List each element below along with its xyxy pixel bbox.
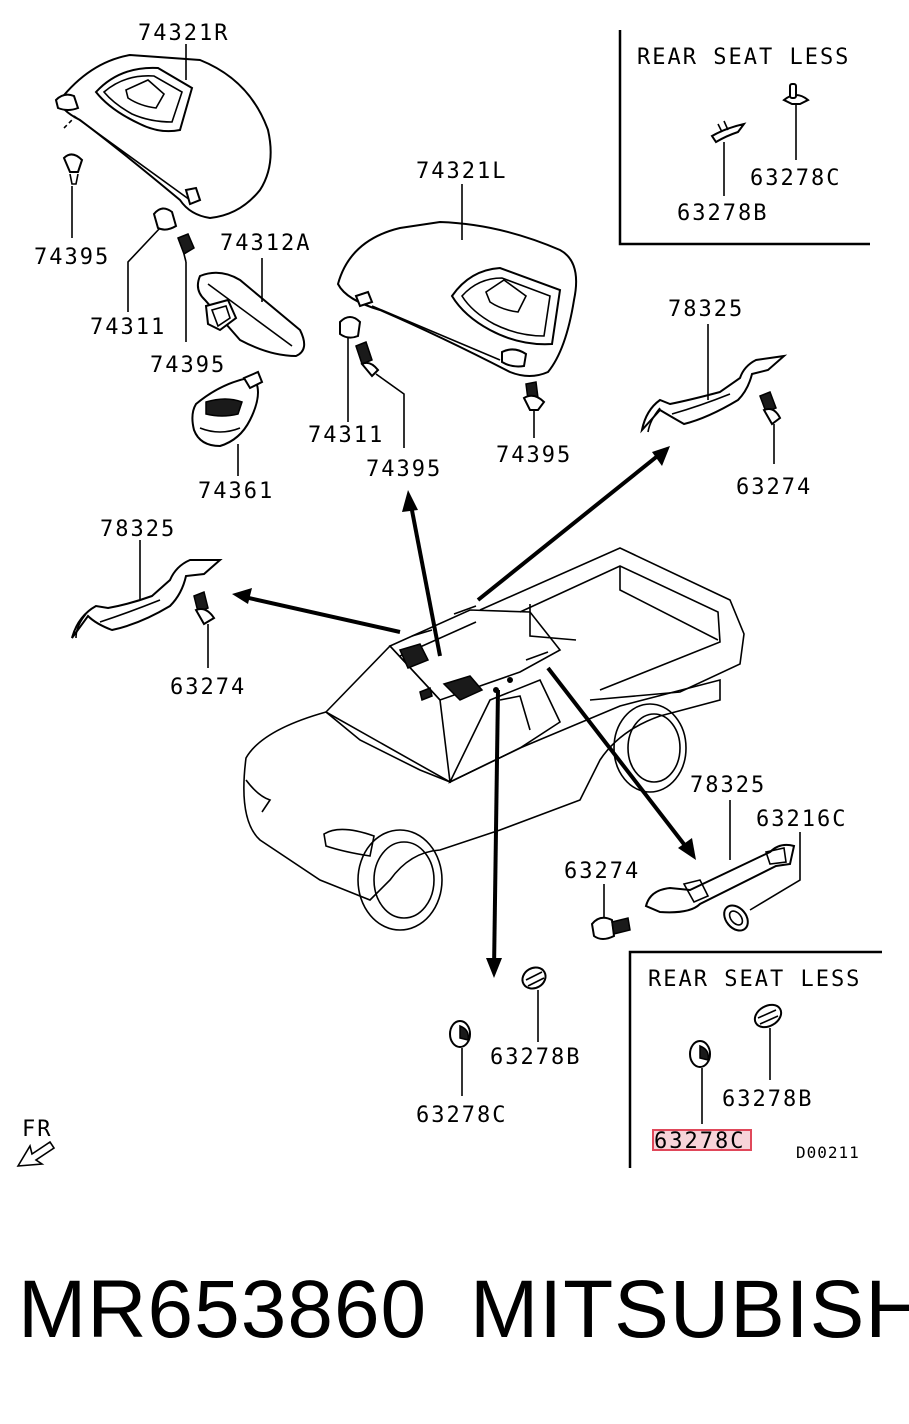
label-screw-lower: 63274 xyxy=(564,859,640,884)
screw-icon xyxy=(62,153,84,185)
inset-bottom-clip-c-label: 63278C xyxy=(654,1129,745,1154)
part-number: MR653860 xyxy=(18,1264,428,1355)
visor-right xyxy=(54,53,272,220)
grip-lower xyxy=(644,843,796,914)
inset-top: REAR SEAT LESS 63278C 63278B xyxy=(618,30,870,246)
label-grip-upper-right: 78325 xyxy=(668,297,744,322)
clip-c-icon xyxy=(782,83,810,105)
cap-icon xyxy=(723,904,749,932)
clip-c-icon xyxy=(689,1040,711,1068)
label-clip-c-bottom: 63278C xyxy=(416,1103,507,1128)
mirror-cover xyxy=(191,370,264,448)
label-screw-l-right: 74395 xyxy=(496,443,572,468)
label-visor-left: 74321L xyxy=(416,159,507,184)
label-screw-l: 74395 xyxy=(366,457,442,482)
clip-b-icon xyxy=(753,1003,783,1029)
label-grip-lower: 78325 xyxy=(690,773,766,798)
screw-icon xyxy=(177,233,195,263)
screw-icon xyxy=(193,590,216,626)
screw-icon xyxy=(590,916,631,940)
clip-b-icon xyxy=(521,966,547,990)
diagram-code: D00211 xyxy=(796,1143,860,1162)
inset-top-clip-b-label: 63278B xyxy=(677,201,768,226)
screw-icon xyxy=(355,341,380,378)
screw-icon xyxy=(522,381,546,411)
brand-name: MITSUBISHI xyxy=(470,1264,909,1355)
front-direction-marker: FR xyxy=(16,1117,56,1167)
inset-bottom: REAR SEAT LESS 63278B 63278C D00211 xyxy=(628,950,882,1168)
inset-bottom-title: REAR SEAT LESS xyxy=(648,967,861,992)
label-mirror: 74312A xyxy=(220,231,311,256)
rearview-mirror xyxy=(196,271,306,358)
label-screw-r-mid: 74395 xyxy=(150,353,226,378)
clip-c-icon xyxy=(449,1020,471,1048)
label-holder-l: 74311 xyxy=(308,423,384,448)
visor-left xyxy=(336,220,578,377)
highlight-box xyxy=(652,1129,752,1151)
screw-icon xyxy=(759,391,782,426)
pickup-truck xyxy=(243,547,745,931)
holder-icon xyxy=(152,207,178,231)
footer: MR653860 MITSUBISHI xyxy=(0,1260,909,1380)
label-cap-lower: 63216C xyxy=(756,807,847,832)
label-visor-right: 74321R xyxy=(138,21,229,46)
inset-top-title: REAR SEAT LESS xyxy=(637,45,850,70)
inset-top-clip-c-label: 63278C xyxy=(750,166,841,191)
label-clip-b-bottom: 63278B xyxy=(490,1045,581,1070)
inset-bottom-clip-b-label: 63278B xyxy=(722,1087,813,1112)
label-holder-r: 74311 xyxy=(90,315,166,340)
holder-icon xyxy=(339,316,362,339)
clip-b-icon xyxy=(710,120,747,144)
grip-left xyxy=(71,559,223,639)
label-screw-upper-right: 63274 xyxy=(736,475,812,500)
label-screw-r-top: 74395 xyxy=(34,245,110,270)
fr-label: FR xyxy=(22,1117,53,1142)
label-mirror-cover: 74361 xyxy=(198,479,274,504)
label-grip-left: 78325 xyxy=(100,517,176,542)
fr-arrow-icon xyxy=(16,1140,56,1167)
label-screw-left: 63274 xyxy=(170,675,246,700)
grip-upper-right xyxy=(640,354,788,434)
pointer-arrows xyxy=(232,446,696,978)
